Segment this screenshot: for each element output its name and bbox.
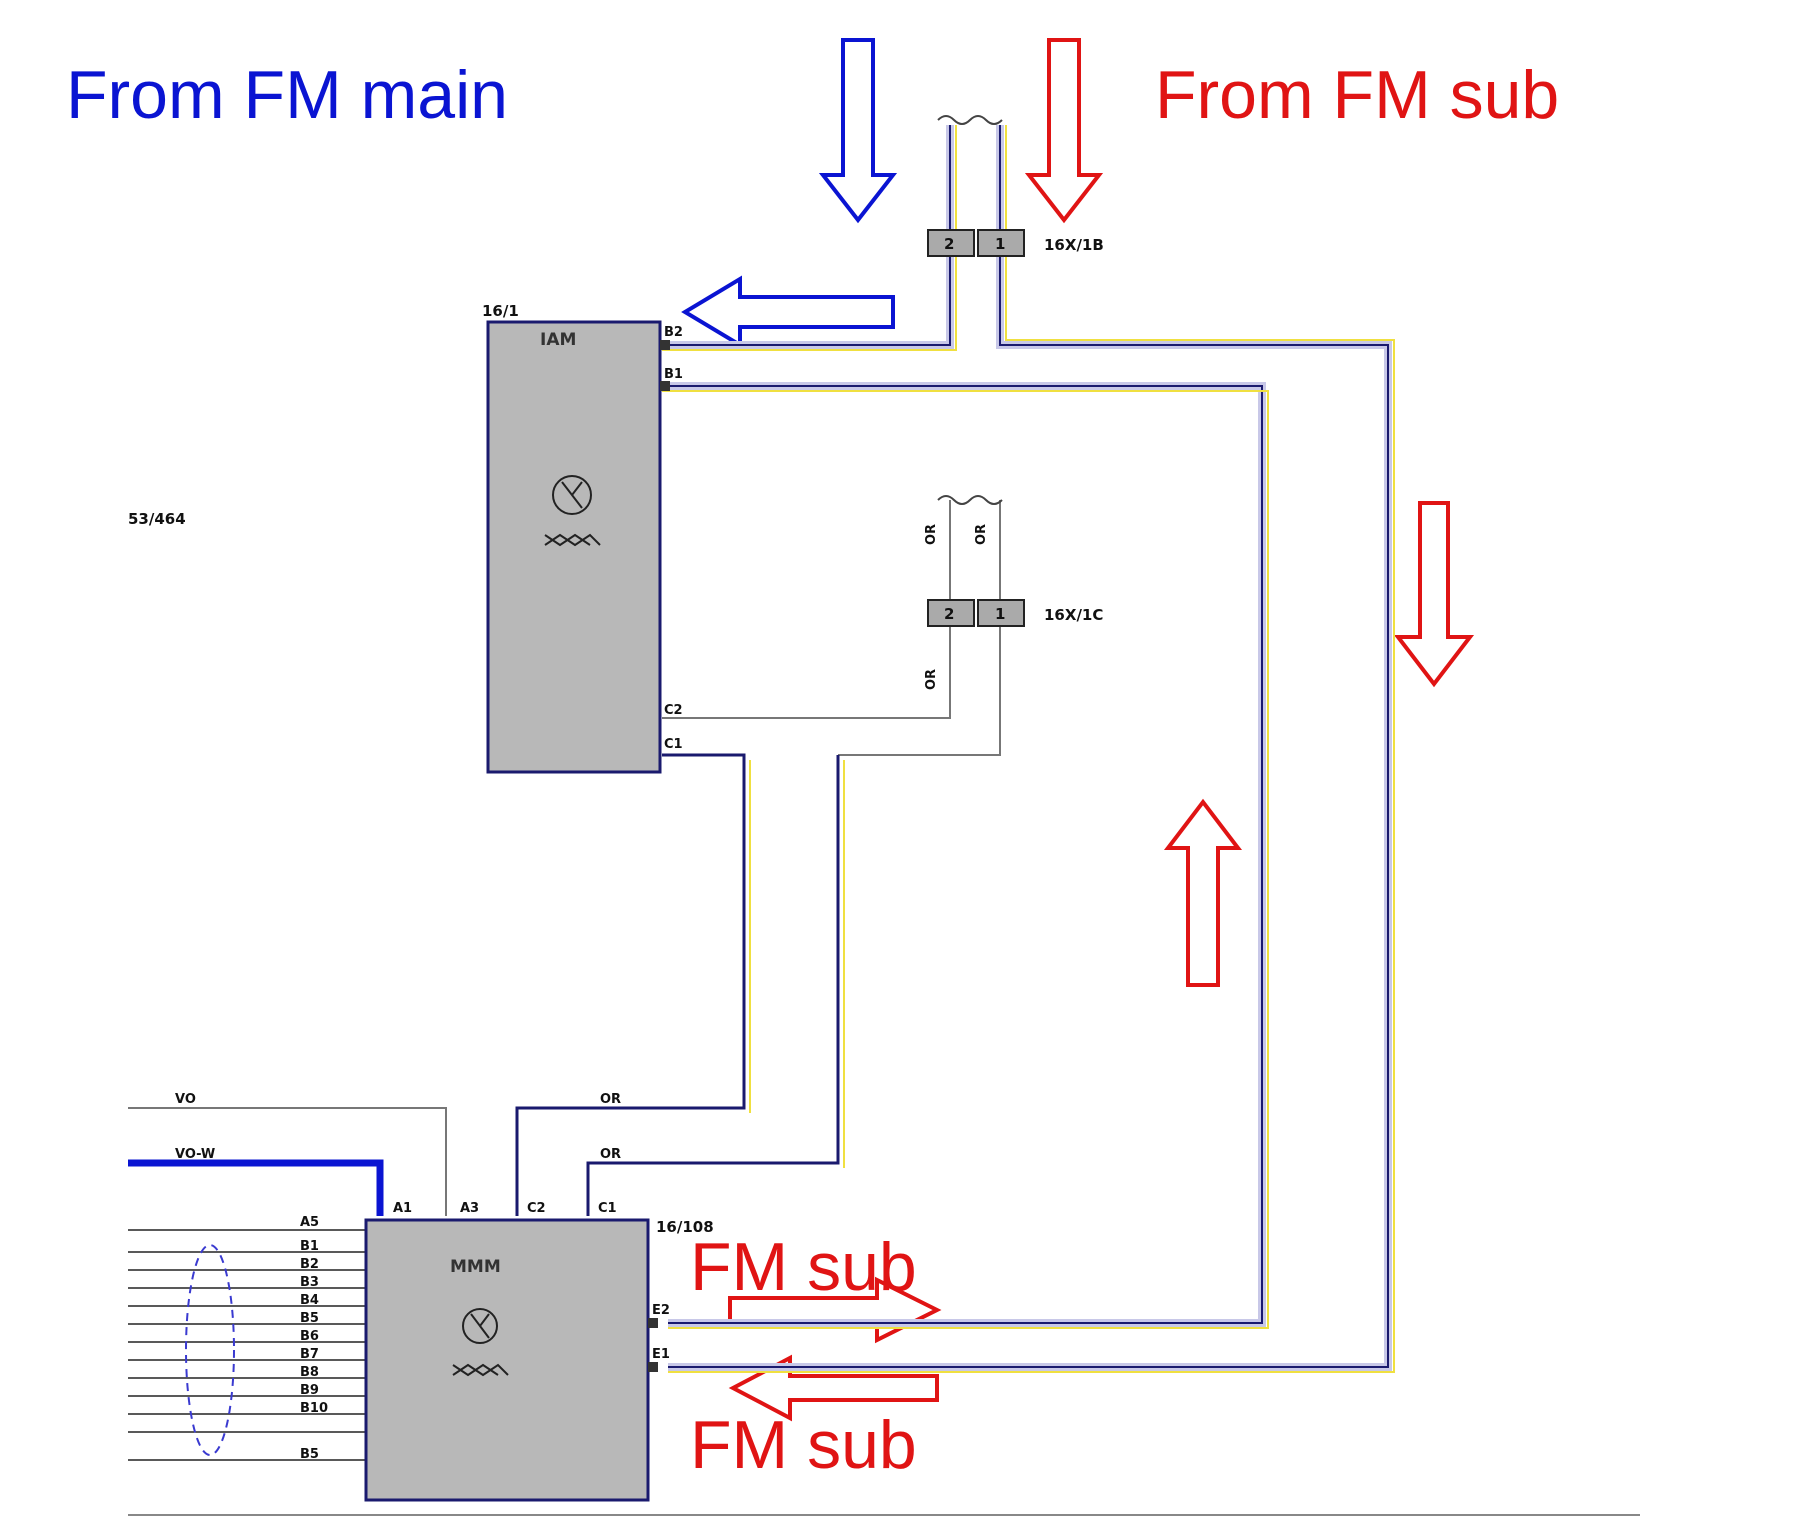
iam-pin-c2: C2 xyxy=(664,703,683,718)
svg-text:1: 1 xyxy=(995,605,1005,623)
svg-text:2: 2 xyxy=(944,235,954,253)
wire-vo-w xyxy=(128,1159,384,1216)
svg-text:2: 2 xyxy=(944,605,954,623)
wire-label-vo-w: VO-W xyxy=(175,1147,215,1162)
mmm-fiber-icon xyxy=(452,1363,509,1377)
or-wires xyxy=(515,753,840,1216)
twisted-pair-marker xyxy=(185,1244,235,1456)
mmm-network-icon xyxy=(462,1308,498,1344)
mmm-pin-a5: A5 xyxy=(300,1215,319,1230)
mmm-pin-e2: E2 xyxy=(652,1303,670,1318)
arrow-up-return xyxy=(1163,798,1243,987)
iam-name: IAM xyxy=(540,330,576,350)
wire-label-vo: VO xyxy=(175,1092,196,1107)
wire-label-or-1: OR xyxy=(600,1092,621,1107)
mmm-module: 16/108 MMM A1 A3 C2 C1 E2 E1 A5 B1 B2 B3… xyxy=(300,1201,714,1502)
arrow-down-sub xyxy=(1024,38,1104,224)
wire-label-or-v1: OR xyxy=(924,524,939,545)
iam-fiber-icon xyxy=(544,533,601,547)
wire-label-or-v2: OR xyxy=(974,524,989,545)
side-ref-label: 53/464 xyxy=(128,510,186,528)
iam-pin-b2: B2 xyxy=(664,325,683,340)
svg-text:B6: B6 xyxy=(300,1329,319,1344)
connector-16x-1c-ref: 16X/1C xyxy=(1044,606,1103,624)
mmm-pin-e1: E1 xyxy=(652,1347,670,1362)
mmm-pin-a3: A3 xyxy=(460,1201,479,1216)
iam-pin-c1: C1 xyxy=(664,737,683,752)
svg-text:1: 1 xyxy=(995,235,1005,253)
svg-text:B5: B5 xyxy=(300,1447,319,1462)
wire-label-or-v3: OR xyxy=(924,669,939,690)
svg-text:B3: B3 xyxy=(300,1275,319,1290)
svg-text:B7: B7 xyxy=(300,1347,319,1362)
mmm-name: MMM xyxy=(450,1257,501,1277)
svg-text:B2: B2 xyxy=(300,1257,319,1272)
label-from-fm-main: From FM main xyxy=(66,57,508,133)
mmm-pin-c1: C1 xyxy=(598,1201,617,1216)
svg-text:B4: B4 xyxy=(300,1293,319,1308)
wire-label-or-2: OR xyxy=(600,1147,621,1162)
arrow-down-main xyxy=(818,38,898,224)
label-from-fm-sub: From FM sub xyxy=(1155,57,1559,133)
mmm-pin-a1: A1 xyxy=(393,1201,412,1216)
mmm-ref: 16/108 xyxy=(656,1218,714,1236)
mmm-left-bus xyxy=(128,1229,366,1461)
coax-wires xyxy=(662,125,1395,1373)
label-fm-sub-in: FM sub xyxy=(690,1407,917,1483)
connector-16x-1b-ref: 16X/1B xyxy=(1044,236,1104,254)
iam-pin-b1: B1 xyxy=(664,367,683,382)
mmm-pin-c2: C2 xyxy=(527,1201,546,1216)
arrow-left-main xyxy=(681,275,895,349)
connector-16x-1c: 2 1 16X/1C xyxy=(927,495,1103,627)
connector-16x-1b: 2 1 16X/1B xyxy=(927,115,1104,257)
label-fm-sub-out: FM sub xyxy=(690,1229,917,1305)
svg-text:B8: B8 xyxy=(300,1365,319,1380)
svg-text:B10: B10 xyxy=(300,1401,328,1416)
iam-module: 16/1 IAM B2 B1 C2 C1 xyxy=(482,302,683,774)
svg-text:B1: B1 xyxy=(300,1239,319,1254)
iam-network-icon xyxy=(552,475,592,515)
svg-text:B9: B9 xyxy=(300,1383,319,1398)
arrow-down-right xyxy=(1393,501,1475,688)
svg-text:B5: B5 xyxy=(300,1311,319,1326)
iam-ref: 16/1 xyxy=(482,302,519,320)
